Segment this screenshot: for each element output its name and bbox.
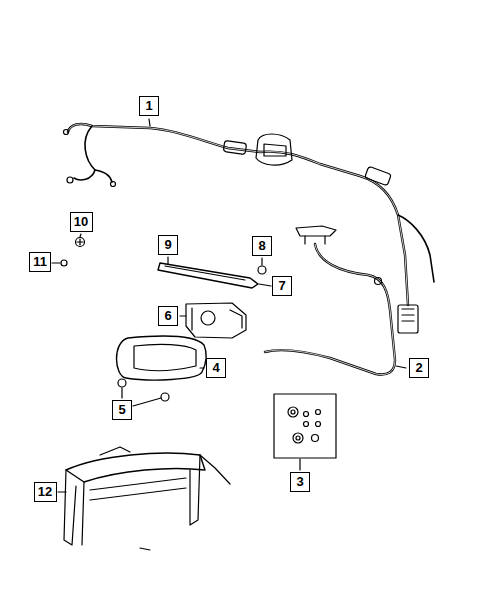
callout-number: 8 [252, 236, 272, 256]
callout-number: 12 [34, 482, 57, 502]
callout-number: 11 [29, 252, 51, 272]
callout-number: 4 [206, 358, 226, 378]
callout-number: 1 [139, 96, 159, 116]
callout-number: 6 [158, 306, 178, 326]
callout-number: 7 [272, 276, 292, 296]
callout-number: 2 [409, 358, 429, 378]
callout-number: 10 [70, 212, 93, 232]
callout-number: 9 [158, 235, 178, 255]
callout-number: 3 [290, 472, 310, 492]
callout-number: 5 [112, 400, 132, 420]
